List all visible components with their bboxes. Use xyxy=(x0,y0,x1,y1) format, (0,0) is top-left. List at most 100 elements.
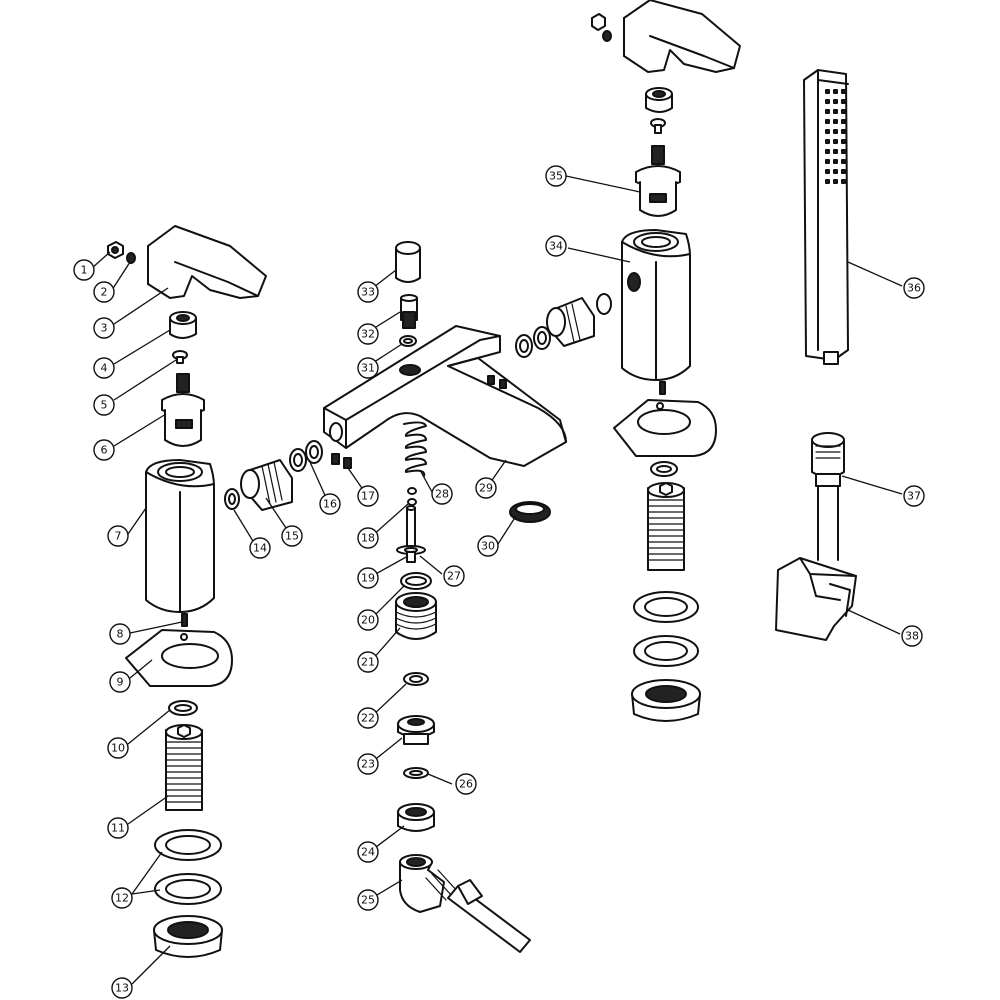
callout-16: 16 xyxy=(319,493,341,515)
callout-14: 14 xyxy=(249,537,271,559)
callout-1: 1 xyxy=(73,259,95,281)
callout-37: 37 xyxy=(903,485,925,507)
callout-label: 3 xyxy=(101,322,108,335)
part-16-o-ring xyxy=(289,448,307,472)
callout-24: 24 xyxy=(357,841,379,863)
part-34-right-connector xyxy=(515,293,612,358)
part-32-pushbutton-stem xyxy=(400,294,418,329)
callout-label: 13 xyxy=(115,982,129,995)
part-12-washer-upper xyxy=(154,829,222,861)
callout-12: 12 xyxy=(111,887,133,909)
callout-17: 17 xyxy=(357,485,379,507)
part-34-valve-body xyxy=(621,229,691,381)
part-29-spout-body xyxy=(323,325,567,467)
part-10-washer xyxy=(168,700,198,716)
callout-label: 18 xyxy=(361,532,375,545)
callout-label: 23 xyxy=(361,758,375,771)
part-4-adaptor xyxy=(169,311,197,339)
part-18-o-ring xyxy=(407,487,417,506)
part-23-fitting xyxy=(397,715,435,745)
callout-7: 7 xyxy=(107,525,129,547)
part-25-elbow-hose xyxy=(399,854,531,953)
callout-label: 2 xyxy=(101,286,108,299)
callout-38: 38 xyxy=(901,625,923,647)
callout-5: 5 xyxy=(93,394,115,416)
part-27-collar xyxy=(404,547,418,553)
callout-label: 27 xyxy=(447,570,461,583)
callout-label: 4 xyxy=(101,362,108,375)
callout-23: 23 xyxy=(357,753,379,775)
callout-label: 38 xyxy=(905,630,919,643)
callout-27: 27 xyxy=(443,565,465,587)
callout-label: 37 xyxy=(907,490,921,503)
part-7-valve-body xyxy=(145,459,215,613)
callout-4: 4 xyxy=(93,357,115,379)
part-34-base-plate xyxy=(613,399,717,457)
callout-10: 10 xyxy=(107,737,129,759)
callout-label: 25 xyxy=(361,894,375,907)
callout-35: 35 xyxy=(545,165,567,187)
callout-label: 24 xyxy=(361,846,375,859)
callout-label: 15 xyxy=(285,530,299,543)
callout-2: 2 xyxy=(93,281,115,303)
callout-29: 29 xyxy=(475,477,497,499)
part-26-washer xyxy=(403,767,429,779)
part-34-washer-lower xyxy=(633,635,699,667)
part-31-o-ring xyxy=(399,335,417,347)
callout-label: 30 xyxy=(481,540,495,553)
callout-22: 22 xyxy=(357,707,379,729)
callout-label: 28 xyxy=(435,488,449,501)
part-24-nut xyxy=(397,803,435,832)
callout-label: 19 xyxy=(361,572,375,585)
part-19-spindle xyxy=(396,505,426,563)
part-3-lever-handle xyxy=(147,225,267,299)
part-37-shower-hose xyxy=(811,432,845,561)
part-15-connector xyxy=(240,459,293,511)
part-12-washer-lower xyxy=(154,873,222,905)
part-5-screw xyxy=(172,350,188,364)
part-8-pin xyxy=(181,613,188,627)
part-35-top-lever-handle xyxy=(623,0,741,73)
callout-label: 33 xyxy=(361,286,375,299)
callout-label: 29 xyxy=(479,482,493,495)
callout-label: 34 xyxy=(549,240,563,253)
part-2-insert xyxy=(126,252,136,264)
callout-label: 5 xyxy=(101,399,108,412)
part-6-cartridge xyxy=(161,373,205,447)
part-34-threaded-shank xyxy=(647,482,685,571)
part-28-spring xyxy=(403,421,427,477)
callout-label: 8 xyxy=(117,628,124,641)
callout-label: 20 xyxy=(361,614,375,627)
callout-30: 30 xyxy=(477,535,499,557)
part-35-cartridge xyxy=(635,145,681,217)
callout-label: 16 xyxy=(323,498,337,511)
callout-label: 36 xyxy=(907,282,921,295)
part-20-washer xyxy=(400,572,432,590)
callout-34: 34 xyxy=(545,235,567,257)
part-38-handset-holder xyxy=(775,557,857,641)
callout-label: 10 xyxy=(111,742,125,755)
callout-label: 32 xyxy=(361,328,375,341)
callout-3: 3 xyxy=(93,317,115,339)
callout-8: 8 xyxy=(109,623,131,645)
callout-15: 15 xyxy=(281,525,303,547)
callout-25: 25 xyxy=(357,889,379,911)
callout-label: 14 xyxy=(253,542,267,555)
part-16-o-ring-b xyxy=(305,440,323,464)
callout-label: 26 xyxy=(459,778,473,791)
callout-label: 9 xyxy=(117,676,124,689)
callout-9: 9 xyxy=(109,671,131,693)
callout-31: 31 xyxy=(357,357,379,379)
part-11-threaded-shank xyxy=(165,724,203,811)
part-34-washer-upper xyxy=(633,591,699,623)
part-1-grub-screw xyxy=(107,241,124,259)
part-35-top-grub-screw xyxy=(591,13,612,42)
callout-36: 36 xyxy=(903,277,925,299)
part-30-cap xyxy=(509,501,551,523)
part-33-button-cap xyxy=(395,241,421,283)
callout-label: 31 xyxy=(361,362,375,375)
callout-label: 17 xyxy=(361,490,375,503)
callout-26: 26 xyxy=(455,773,477,795)
part-34-backnut xyxy=(631,679,701,722)
